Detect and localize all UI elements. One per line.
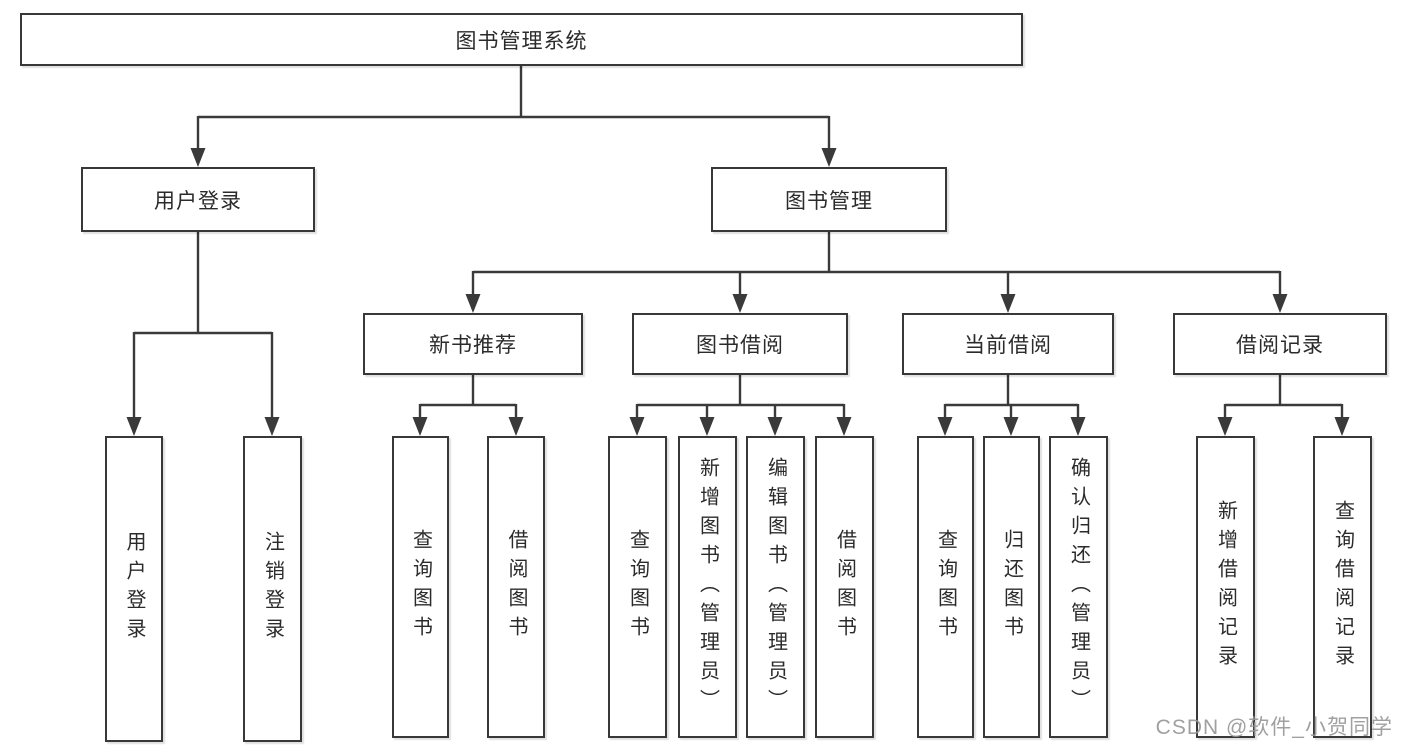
leaf-records-add-record: 新增借阅记录 xyxy=(1196,436,1255,738)
node-new-book-recommendation: 新书推荐 xyxy=(363,313,583,375)
leaf-borrowing-borrow-books: 借阅图书 xyxy=(815,436,874,738)
arrowhead-icon xyxy=(190,148,206,167)
arrowhead-icon xyxy=(629,417,645,436)
leaf-recommend-query-books: 查询图书 xyxy=(392,436,449,738)
arrowhead-icon xyxy=(126,417,142,436)
arrowhead-icon xyxy=(465,294,481,313)
arrowhead-icon xyxy=(937,417,953,436)
arrowhead-icon xyxy=(1070,417,1086,436)
arrowhead-icon xyxy=(1000,294,1016,313)
leaf-current-return-books: 归还图书 xyxy=(983,436,1040,738)
node-current-borrowing: 当前借阅 xyxy=(902,313,1114,375)
arrowhead-icon xyxy=(732,294,748,313)
arrowhead-icon xyxy=(836,417,852,436)
arrowhead-icon xyxy=(508,417,524,436)
arrowhead-icon xyxy=(767,417,783,436)
node-book-borrowing: 图书借阅 xyxy=(632,313,848,375)
node-borrowing-records: 借阅记录 xyxy=(1173,313,1387,375)
leaf-borrowing-edit-books-admin: 编辑图书（管理员） xyxy=(746,436,805,738)
leaf-records-query-record: 查询借阅记录 xyxy=(1313,436,1372,738)
leaf-borrowing-query-books: 查询图书 xyxy=(608,436,667,738)
leaf-current-query-books: 查询图书 xyxy=(917,436,974,738)
watermark: CSDN @软件_小贺同学 xyxy=(1155,716,1393,739)
arrowhead-icon xyxy=(1334,417,1350,436)
arrowhead-icon xyxy=(412,417,428,436)
arrowhead-icon xyxy=(264,417,280,436)
arrowhead-icon xyxy=(1272,294,1288,313)
arrowhead-icon xyxy=(821,148,837,167)
arrowhead-icon xyxy=(699,417,715,436)
node-book-management: 图书管理 xyxy=(711,167,947,232)
arrowhead-icon xyxy=(1217,417,1233,436)
node-library-management-system: 图书管理系统 xyxy=(20,13,1023,66)
leaf-recommend-borrow-books: 借阅图书 xyxy=(487,436,545,738)
leaf-logout-login: 注销登录 xyxy=(243,436,302,742)
leaf-borrowing-add-books-admin: 新增图书（管理员） xyxy=(678,436,737,738)
leaf-user-login: 用户登录 xyxy=(105,436,163,742)
node-user-login: 用户登录 xyxy=(81,167,315,232)
arrowhead-icon xyxy=(1003,417,1019,436)
leaf-current-confirm-return-admin: 确认归还（管理员） xyxy=(1049,436,1108,738)
